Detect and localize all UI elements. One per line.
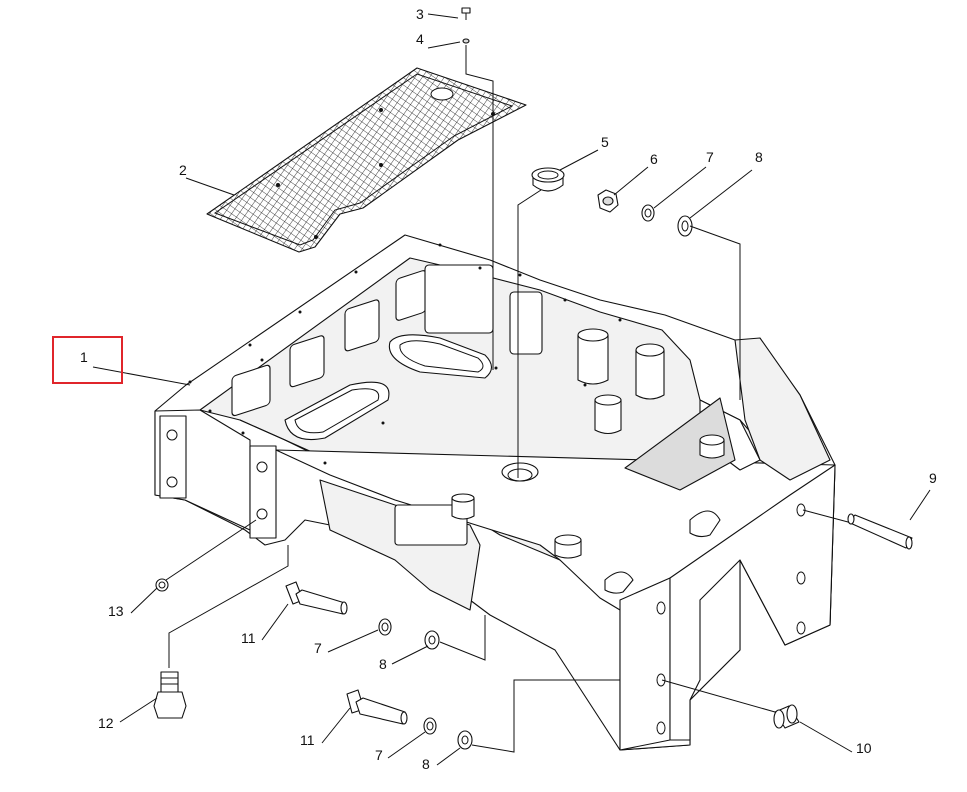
callout-10: 10: [856, 740, 872, 756]
housing-bosses: [451, 328, 725, 594]
callout-5: 5: [601, 134, 609, 150]
lock-washer-top-part: [641, 204, 655, 222]
callout-2: 2: [179, 162, 187, 178]
callout-4: 4: [416, 31, 424, 47]
plug-part: [531, 167, 565, 192]
floor-openings: [284, 334, 539, 482]
rim-holes: [188, 243, 622, 465]
lock-washer-mid-part: [378, 618, 392, 636]
mesh-gasket-part: [206, 67, 527, 253]
flat-washer-mid-part: [424, 630, 440, 650]
callout-1: 1: [80, 349, 88, 365]
callout-8-mid: 8: [379, 656, 387, 672]
callout-3: 3: [416, 6, 424, 22]
callout-9: 9: [929, 470, 937, 486]
callout-7-mid: 7: [314, 640, 322, 656]
left-wall-pockets: [231, 270, 427, 417]
callout-6: 6: [650, 151, 658, 167]
bolt-lower-part: [346, 689, 408, 725]
selection-highlight-box: [52, 336, 123, 384]
flat-washer-top-part: [677, 215, 693, 237]
callout-13: 13: [108, 603, 124, 619]
small-nut-part: [155, 578, 169, 592]
callout-7-top: 7: [706, 149, 714, 165]
bushing-part: [773, 704, 800, 729]
callout-8-low: 8: [422, 756, 430, 772]
callout-11-lower: 11: [300, 732, 315, 748]
screw-part: [461, 7, 471, 20]
vertical-bolt-part: [153, 671, 187, 719]
small-washer-part: [462, 38, 470, 44]
leader-lines: [92, 13, 931, 766]
lock-washer-low-part: [423, 717, 437, 735]
callout-labels: 1 2 3 4 5 6 7 8 9 10 11 7 8 11 7 8 12 13: [80, 6, 937, 772]
housing-body-part: [154, 234, 836, 751]
callout-12: 12: [98, 715, 114, 731]
stud-part: [847, 513, 913, 550]
bolt-upper-part: [285, 581, 348, 615]
callout-11-upper: 11: [241, 630, 256, 646]
nut-part: [597, 189, 619, 213]
callout-7-low: 7: [375, 747, 383, 763]
callout-8-top: 8: [755, 149, 763, 165]
flat-washer-low-part: [457, 730, 473, 750]
